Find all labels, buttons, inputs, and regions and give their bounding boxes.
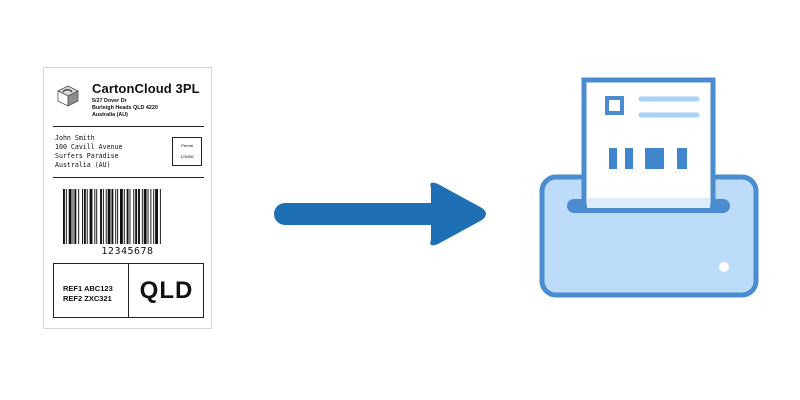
barcode-bar	[102, 189, 104, 244]
company-address-line: Australia (AU)	[92, 112, 128, 118]
arrow-right-icon	[274, 182, 486, 246]
barcode	[63, 189, 161, 244]
permit-title: Permit	[181, 143, 193, 148]
barcode-bar	[123, 189, 125, 244]
package-box-icon	[57, 85, 79, 107]
barcode-bar	[155, 189, 158, 244]
barcode-bar	[83, 189, 86, 244]
recipient-address-line: 100 Cavill Avenue	[55, 143, 123, 151]
reference-line: REF2 ZXC321	[63, 294, 112, 303]
company-address-line: Burleigh Heads QLD 4220	[92, 105, 158, 111]
barcode-bar	[138, 189, 140, 244]
barcode-bar	[94, 189, 96, 244]
barcode-bar	[65, 189, 67, 244]
divider	[128, 264, 129, 317]
recipient-address-line: Australia (AU)	[55, 161, 111, 169]
barcode-bar	[115, 189, 117, 244]
barcode-bar	[150, 189, 152, 244]
recipient-address-line: Surfers Paradise	[55, 152, 119, 160]
barcode-bar	[96, 189, 98, 244]
company-name: CartonCloud 3PL	[92, 81, 200, 96]
barcode-bar	[86, 189, 88, 244]
barcode-bar	[105, 189, 107, 244]
barcode-bar	[100, 189, 102, 244]
shipping-label: CartonCloud 3PL 5/27 Dover Dr Burleigh H…	[43, 67, 212, 329]
barcode-bar	[117, 189, 119, 244]
barcode-bar	[68, 189, 72, 244]
barcode-bar	[107, 189, 111, 244]
barcode-bar	[72, 189, 74, 244]
barcode-bar	[120, 189, 123, 244]
barcode-bar	[74, 189, 77, 244]
barcode-bar	[141, 189, 143, 244]
barcode-number: 12345678	[101, 246, 154, 257]
barcode-bar	[147, 189, 149, 244]
barcode-bar	[89, 189, 93, 244]
label-printer-icon	[539, 77, 759, 298]
barcode-bar	[63, 189, 65, 244]
recipient-name: John Smith	[55, 134, 95, 142]
barcode-bar	[159, 189, 161, 244]
barcode-bar	[78, 189, 80, 244]
reference-line: REF1 ABC123	[63, 284, 113, 293]
permit-number: 123456	[180, 154, 194, 159]
divider	[53, 177, 204, 178]
barcode-bar	[82, 189, 83, 244]
state-code: QLD	[139, 276, 194, 304]
permit-box: Permit 123456	[172, 137, 202, 166]
barcode-bar	[133, 189, 135, 244]
divider	[53, 126, 204, 127]
barcode-bar	[143, 189, 147, 244]
barcode-bar	[126, 189, 129, 244]
barcode-bar	[111, 189, 114, 244]
barcode-bar	[135, 189, 138, 244]
barcode-bar	[153, 189, 155, 244]
barcode-bar	[129, 189, 131, 244]
company-address-line: 5/27 Dover Dr	[92, 98, 127, 104]
reference-box: REF1 ABC123 REF2 ZXC321 QLD	[53, 263, 204, 318]
